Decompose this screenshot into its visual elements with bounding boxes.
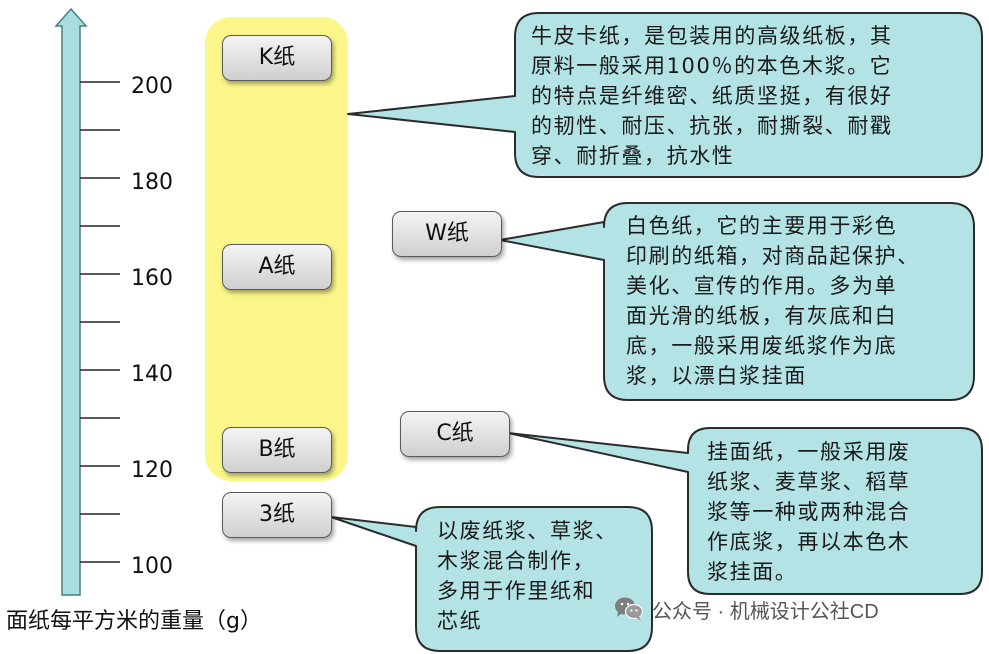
grade-c-label: C纸	[400, 411, 510, 457]
c-paper-description-line: 浆挂面。	[707, 560, 798, 584]
white-description-line: 面光滑的纸板，有灰底和白	[626, 304, 898, 328]
tick-label-120: 120	[131, 458, 173, 483]
tick-label-180: 180	[131, 170, 173, 195]
white-description-line: 浆，以漂白浆挂面	[626, 364, 807, 388]
three-paper-description-line: 多用于作里纸和	[437, 579, 596, 603]
kraft-description-line: 牛皮卡纸，是包装用的高级纸板，其	[531, 24, 893, 48]
wechat-icon	[615, 597, 644, 621]
white-description-line: 印刷的纸箱，对商品起保护、	[626, 244, 920, 268]
tick-label-100: 100	[131, 554, 173, 579]
tick-label-200: 200	[131, 74, 173, 99]
axis-arrow	[54, 7, 88, 596]
grade-b-label: B纸	[222, 427, 332, 473]
white-description-line: 白色纸，它的主要用于彩色	[626, 214, 898, 238]
white-description-line: 美化、宣传的作用。多为单	[626, 274, 898, 298]
c-paper-description-line: 挂面纸，一般采用废	[707, 440, 911, 464]
three-paper-description-line: 木浆混合制作，	[437, 549, 596, 573]
tick-label-140: 140	[131, 362, 173, 387]
kraft-description-line: 的韧性、耐压、抗张，耐撕裂、耐戳	[531, 114, 893, 138]
three-paper-description-line: 芯纸	[437, 609, 483, 633]
kraft-callout-bubble	[347, 12, 983, 178]
axis-caption: 面纸每平方米的重量（g）	[6, 609, 262, 634]
grade-a-label: A纸	[222, 244, 332, 290]
grade-w-label: W纸	[392, 211, 502, 257]
watermark-text: 公众号 · 机械设计公社CD	[652, 600, 879, 623]
watermark: 公众号 · 机械设计公社CD	[614, 594, 879, 624]
white-description-line: 底，一般采用废纸浆作为底	[626, 334, 898, 358]
c-paper-callout-bubble	[507, 427, 983, 595]
grade-3-label: 3纸	[222, 492, 332, 538]
three-paper-callout-bubble	[330, 506, 653, 652]
c-paper-description-line: 纸浆、麦草浆、稻草	[707, 470, 911, 494]
three-paper-description-line: 以废纸浆、草浆、	[437, 519, 618, 543]
axis-ticks	[80, 81, 120, 563]
kraft-description-line: 原料一般采用100％的本色木浆。它	[531, 54, 893, 78]
c-paper-description-line: 作底浆，再以本色木	[707, 530, 911, 554]
kraft-description-line: 穿、耐折叠，抗水性	[531, 144, 735, 168]
kraft-description-line: 的特点是纤维密、纸质坚挺，有很好	[531, 84, 893, 108]
grade-k-label: K纸	[222, 35, 332, 81]
c-paper-description-line: 浆等一种或两种混合	[707, 500, 911, 524]
white-callout-bubble	[499, 202, 975, 401]
tick-label-160: 160	[131, 266, 173, 291]
